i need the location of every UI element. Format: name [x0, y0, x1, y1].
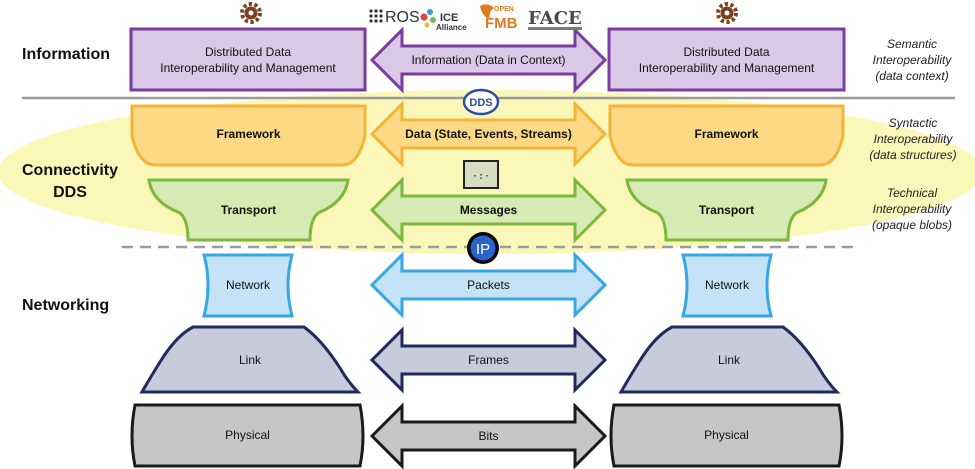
network-shape-right: [681, 253, 773, 318]
ros-logo: ROS: [369, 9, 420, 26]
framework-label-right: Framework: [694, 127, 759, 141]
info-box-left: [129, 27, 367, 92]
openfmb-logo-small: OPEN: [494, 6, 514, 13]
arrow-bits: [369, 402, 608, 469]
info-box-left-label: Distributed Data Interoperability and Ma…: [131, 29, 365, 90]
desc-technical-line2: Interoperability: [872, 202, 952, 216]
layer-label-connectivity-line2: DDS: [53, 184, 87, 201]
ip-logo: IP: [467, 232, 499, 264]
transport-shape-left: [147, 178, 350, 242]
desc-syntactic-line3: (data structures): [869, 148, 957, 162]
link-label-right: Link: [717, 353, 740, 367]
arrow-messages-label: Messages: [459, 203, 518, 217]
desc-semantic-line1: Semantic: [886, 37, 938, 51]
desc-technical-line1: Technical: [886, 186, 938, 200]
desc-semantic-line3: (data context): [875, 69, 949, 83]
link-shape-right: [618, 325, 841, 394]
dds-logo: DDS: [462, 88, 500, 116]
ice-logo-line1: ICE: [440, 12, 458, 24]
arrow-data: [369, 100, 608, 168]
info-box-right-label: Distributed Data Interoperability and Ma…: [609, 29, 844, 90]
ip-logo-text: IP: [476, 241, 490, 258]
network-shape-left: [202, 253, 294, 318]
link-label-left: Link: [238, 353, 261, 367]
arrow-messages: [369, 176, 608, 244]
face-logo: FACE: [528, 8, 582, 30]
transport-label-right: Transport: [698, 203, 755, 217]
ros-logo-text: ROS: [385, 9, 420, 26]
info-box-right: [607, 27, 846, 92]
framework-shape-right: [608, 104, 845, 167]
framework-shape-left: [130, 104, 367, 167]
network-label-right: Network: [704, 278, 749, 292]
info-box-right-line1: Distributed Data: [683, 44, 770, 59]
dds-logo-text: DDS: [469, 97, 492, 109]
physical-shape-right: [609, 403, 844, 468]
arrow-bits-label: Bits: [478, 429, 499, 443]
physical-shape-left: [130, 403, 365, 468]
transport-label-left: Transport: [220, 203, 277, 217]
desc-semantic-line2: Interoperability: [872, 53, 952, 67]
physical-label-right: Physical: [704, 428, 749, 442]
ice-logo-line2: Alliance: [436, 23, 467, 32]
gear-icon-right: [716, 2, 738, 24]
link-shape-left: [139, 325, 362, 394]
transport-shape-right: [625, 178, 828, 242]
info-box-left-line1: Distributed Data: [204, 44, 292, 59]
framework-label-left: Framework: [216, 127, 281, 141]
arrow-information-label: Information (Data in Context): [411, 53, 566, 67]
layer-label-connectivity-line1: Connectivity: [22, 162, 119, 179]
arrow-packets: [369, 251, 608, 319]
physical-label-left: Physical: [225, 428, 270, 442]
info-box-right-line2: Interoperability and Management: [638, 60, 815, 75]
desc-syntactic: Syntactic Interoperability (data structu…: [857, 115, 969, 163]
layer-label-information: Information: [22, 46, 110, 63]
desc-syntactic-line1: Syntactic: [888, 116, 938, 130]
desc-technical: Technical Interoperability (opaque blobs…: [857, 185, 967, 233]
desc-syntactic-line2: Interoperability: [873, 132, 953, 146]
openfmb-logo: OPEN FMB: [480, 4, 518, 32]
desc-technical-line3: (opaque blobs): [871, 218, 953, 232]
layer-label-connectivity: Connectivity DDS: [22, 160, 118, 204]
openfmb-logo-text: FMB: [485, 15, 518, 32]
message-chip-icon: ·:·: [463, 160, 499, 189]
ice-alliance-logo: ICE Alliance: [420, 9, 467, 32]
network-label-left: Network: [225, 278, 270, 292]
arrow-frames: [369, 326, 608, 394]
arrow-packets-label: Packets: [467, 278, 510, 292]
arrow-data-label: Data (State, Events, Streams): [405, 127, 572, 141]
arrow-information: [369, 26, 608, 94]
face-logo-text: FACE: [528, 8, 582, 29]
gear-icon-left: [240, 2, 262, 24]
arrow-frames-label: Frames: [468, 353, 509, 367]
info-box-left-line2: Interoperability and Management: [160, 60, 336, 75]
svg-text:·:·: ·:·: [472, 171, 490, 182]
desc-semantic: Semantic Interoperability (data context): [857, 36, 967, 84]
layer-label-networking: Networking: [22, 297, 110, 314]
